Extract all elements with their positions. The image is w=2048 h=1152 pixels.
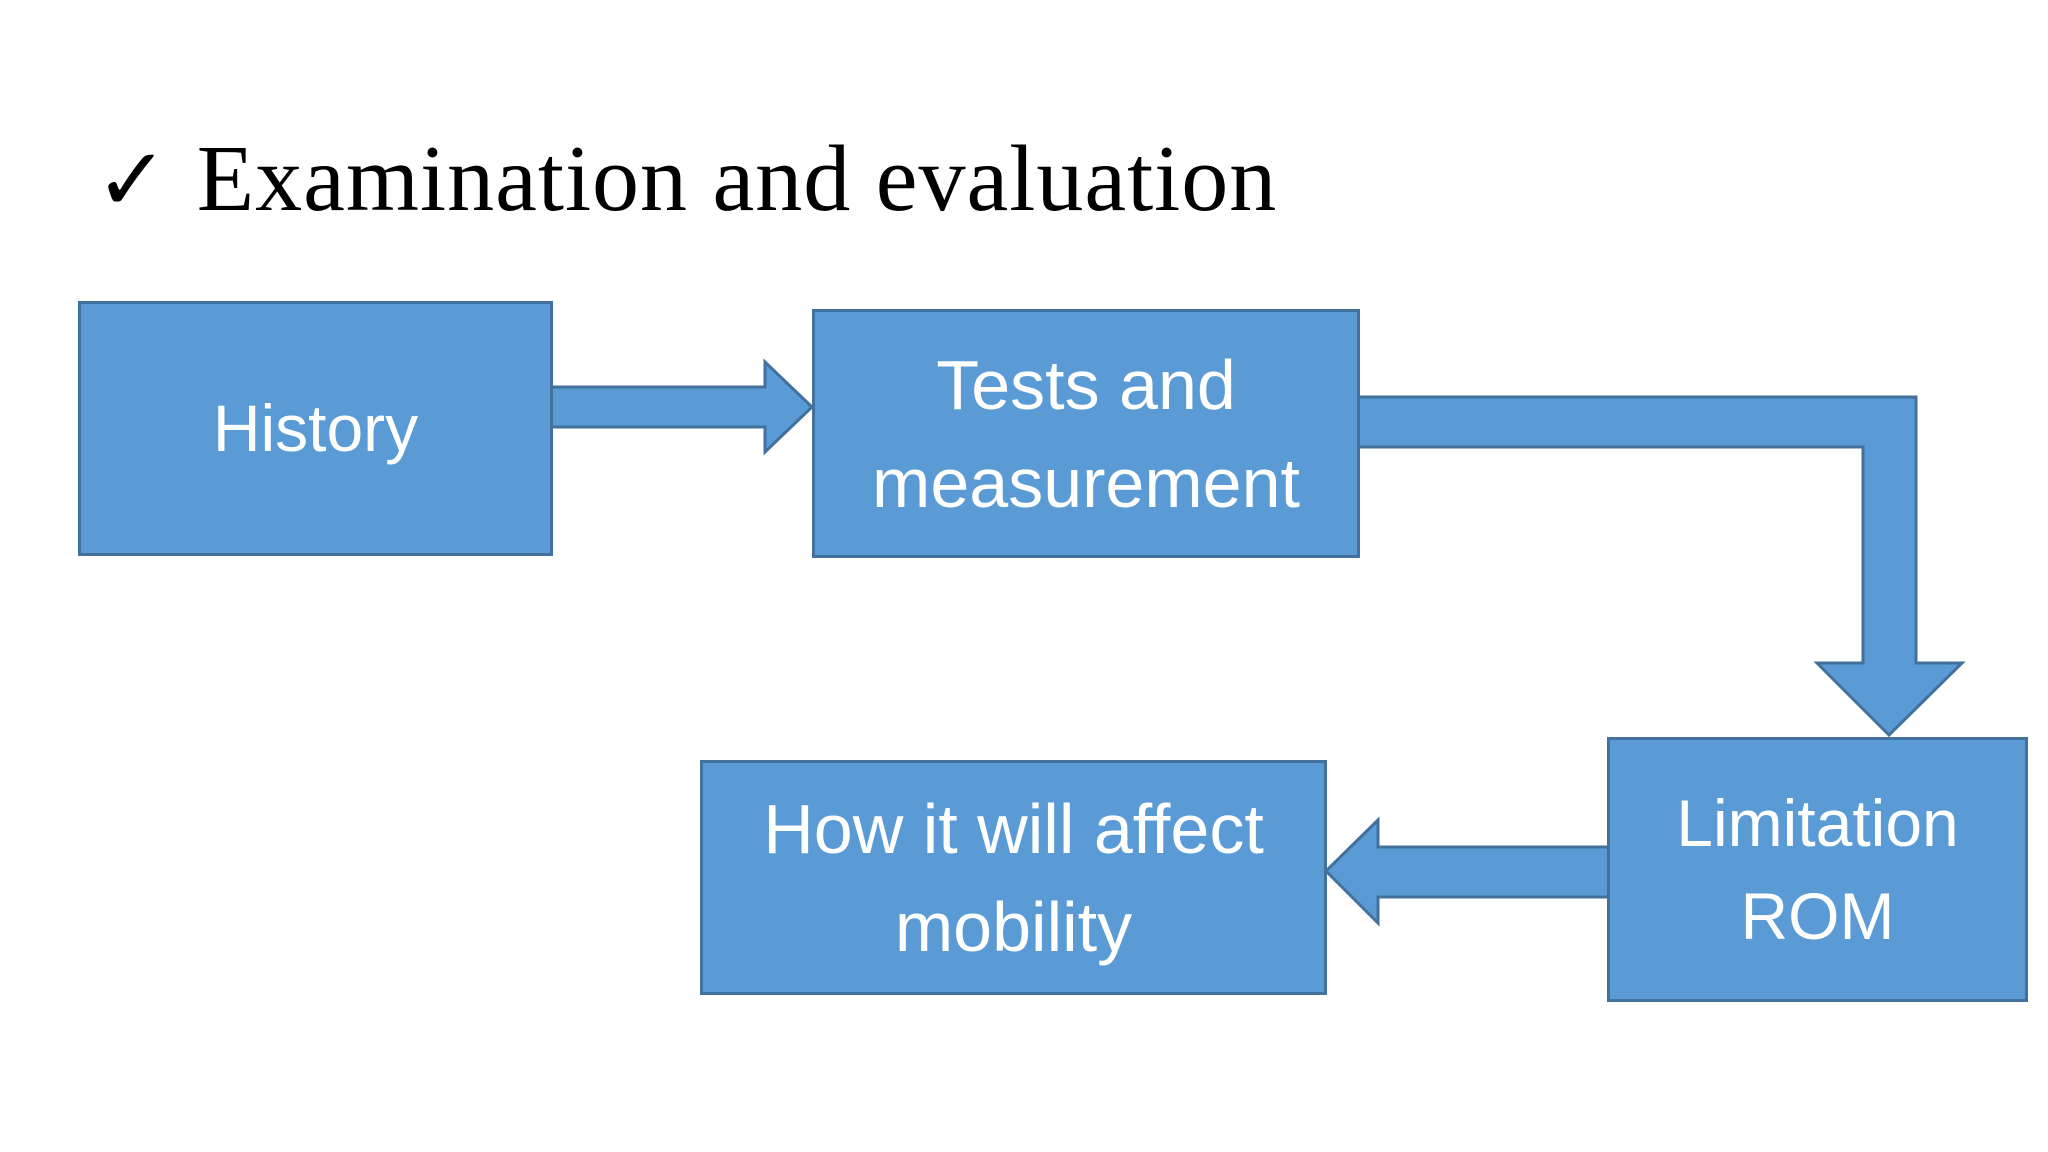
node-limitation-rom: Limitation ROM [1607, 737, 2028, 1002]
node-history: History [78, 301, 553, 556]
arrow-history-to-tests [549, 358, 815, 456]
node-label: mobility [894, 887, 1133, 966]
checkmark-icon: ✓ [95, 128, 169, 231]
slide-title-text: Examination and evaluation [196, 127, 1278, 231]
slide-title: ✓ Examination and evaluation [95, 127, 1278, 231]
node-label: How it will affect [763, 789, 1264, 868]
node-label: measurement [872, 443, 1300, 522]
arrow-tests-to-limitation [1356, 395, 1966, 738]
arrow-limitation-to-mobility [1323, 816, 1611, 927]
node-mobility-impact: How it will affect mobility [700, 760, 1327, 995]
node-tests-measurement: Tests and measurement [812, 309, 1360, 558]
node-label: ROM [1740, 878, 1895, 953]
node-label: Tests and [936, 345, 1236, 424]
node-label: History [212, 391, 419, 466]
node-label: Limitation [1676, 786, 1959, 861]
